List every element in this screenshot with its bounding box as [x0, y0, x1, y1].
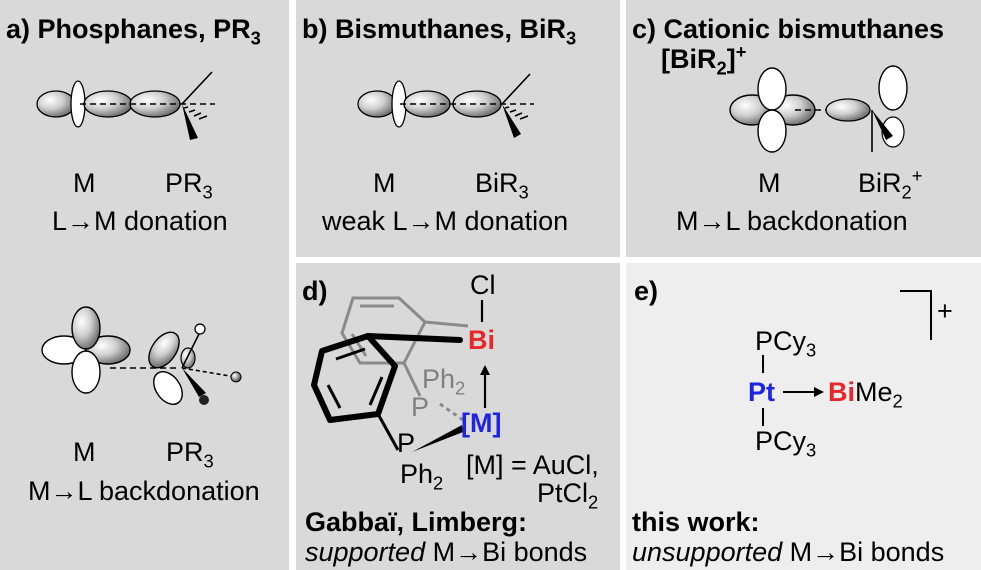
panel-d-credit-description: supported M→Bi bonds	[305, 537, 587, 567]
panel-e	[626, 263, 981, 570]
panel-c-ligand-label: BiR2+	[858, 165, 923, 201]
panel-d-credit-rest: M→Bi bonds	[425, 537, 588, 567]
panel-b-heading: b) Bismuthanes, BiR3	[302, 14, 576, 47]
panel-c-title-line2-charge: +	[735, 41, 747, 62]
panel-c-metal-label: M	[758, 168, 781, 198]
panel-e-platinum: Pt	[748, 377, 775, 407]
panel-a-bottom-ligand-subscript: 3	[203, 450, 214, 472]
panel-e-credit-description: unsupported M→Bi bonds	[632, 537, 944, 567]
panel-b-metal-label: M	[373, 168, 396, 198]
panel-d-metal-definition-line2: PtCl2	[537, 478, 598, 511]
panel-d-credit-authors: Gabbaï, Limberg:	[305, 507, 528, 537]
panel-e-credit-rest: M→Bi bonds	[782, 537, 945, 567]
panel-c-ligand-charge: +	[911, 165, 923, 186]
panel-d-metal-definition-line1: [M] = AuCl,	[466, 450, 599, 480]
panel-a-title: Phosphanes, PR	[37, 14, 251, 44]
panel-e-pcy3-bottom: PCy3	[755, 426, 816, 459]
panel-e-credit-italic: unsupported	[632, 537, 783, 567]
panel-a-bottom-ligand-label: PR3	[166, 437, 214, 470]
panel-a-pi-orbitals	[41, 306, 242, 405]
panel-c-heading-line2: [BiR2]+	[661, 41, 747, 77]
panel-c-ligand-subscript: 2	[901, 181, 912, 203]
panel-e-pcy3-bottom-subscript: 3	[806, 439, 817, 461]
panel-e-bismuth: Bi	[828, 377, 855, 407]
panel-c-title-line1: Cationic bismuthanes	[663, 14, 945, 44]
panel-c	[626, 0, 981, 257]
panel-e-letter: e)	[634, 276, 659, 306]
panel-e-structure	[762, 355, 824, 426]
panel-d-front-phosphorus: P	[397, 428, 416, 458]
panel-e-bime2: BiMe2	[828, 377, 903, 410]
panel-e-credit-title: this work:	[632, 507, 760, 537]
panel-c-orbitals	[729, 65, 908, 153]
panel-a-top-ligand-subscript: 3	[202, 181, 213, 203]
panel-d-back-phosphorus: P	[411, 392, 430, 422]
panel-d-chlorine: Cl	[470, 270, 496, 300]
panel-e-pcy3-top: PCy3	[755, 326, 816, 359]
panel-a-letter: a)	[6, 14, 31, 44]
panel-d-front-ph2-text: Ph	[400, 459, 434, 489]
panel-b-ligand-text: BiR	[475, 168, 519, 198]
panel-a-bottom-metal-label: M	[73, 437, 96, 467]
panel-e-pcy3-bottom-text: PCy	[755, 426, 807, 456]
panel-a-sigma-orbitals	[36, 71, 215, 140]
panel-b-ligand-label: BiR3	[475, 168, 529, 201]
panel-d-back-ph2-text: Ph	[422, 364, 456, 394]
panel-c-heading: c) Cationic bismuthanes	[632, 14, 944, 44]
panel-e-charge: +	[937, 296, 953, 326]
panel-e-methyl-subscript: 2	[892, 390, 903, 412]
panel-a-title-subscript: 3	[250, 27, 261, 49]
panel-b-title-subscript: 3	[566, 27, 577, 49]
metal-lobe-left	[36, 90, 76, 118]
panel-e-pcy3-top-text: PCy	[755, 326, 807, 356]
panel-d-back-ph2: Ph2	[422, 364, 465, 397]
panel-a-top-metal-label: M	[73, 168, 96, 198]
panel-e-pcy3-top-subscript: 3	[806, 339, 817, 361]
panel-b	[296, 0, 620, 257]
panel-d-metal: [M]	[461, 408, 502, 438]
panel-d-bismuth: Bi	[468, 325, 495, 355]
panel-d-metal-definition-line2-text: PtCl	[537, 478, 589, 508]
panel-c-title-line2-subscript: 2	[716, 57, 727, 79]
panel-d-metal-definition-line2-subscript: 2	[588, 491, 599, 513]
panel-a-top-caption: L→M donation	[52, 206, 228, 236]
panel-b-sigma-orbitals	[357, 73, 534, 138]
panel-d-letter: d)	[302, 276, 328, 306]
panel-a-top-ligand-label: PR3	[165, 168, 213, 201]
panel-c-title-line2-text: [BiR	[661, 44, 717, 74]
panel-d-front-ph2: Ph2	[400, 459, 443, 492]
panel-d-back-ph2-subscript: 2	[455, 377, 466, 399]
panel-a-bottom-caption: M→L backdonation	[28, 476, 260, 506]
panel-e-methyl-text: Me	[855, 377, 893, 407]
panel-a-top-ligand-text: PR	[165, 168, 203, 198]
panel-a-heading: a) Phosphanes, PR3	[6, 14, 261, 47]
panel-b-caption: weak L→M donation	[322, 206, 569, 236]
panel-d-front-ph2-subscript: 2	[433, 472, 444, 494]
panel-d-structure	[311, 296, 490, 452]
panel-c-letter: c)	[632, 14, 657, 44]
panel-e-charge-bracket	[900, 290, 932, 340]
panel-a-bottom-ligand-text: PR	[166, 437, 204, 467]
panel-d-credit-italic: supported	[305, 537, 426, 567]
panel-b-letter: b)	[302, 14, 328, 44]
panel-b-ligand-subscript: 3	[518, 181, 529, 203]
panel-c-title-line2-bracket: ]	[726, 44, 736, 74]
panel-b-title: Bismuthanes, BiR	[335, 14, 567, 44]
panel-c-caption: M→L backdonation	[676, 206, 908, 236]
panel-c-ligand-text: BiR	[858, 168, 902, 198]
